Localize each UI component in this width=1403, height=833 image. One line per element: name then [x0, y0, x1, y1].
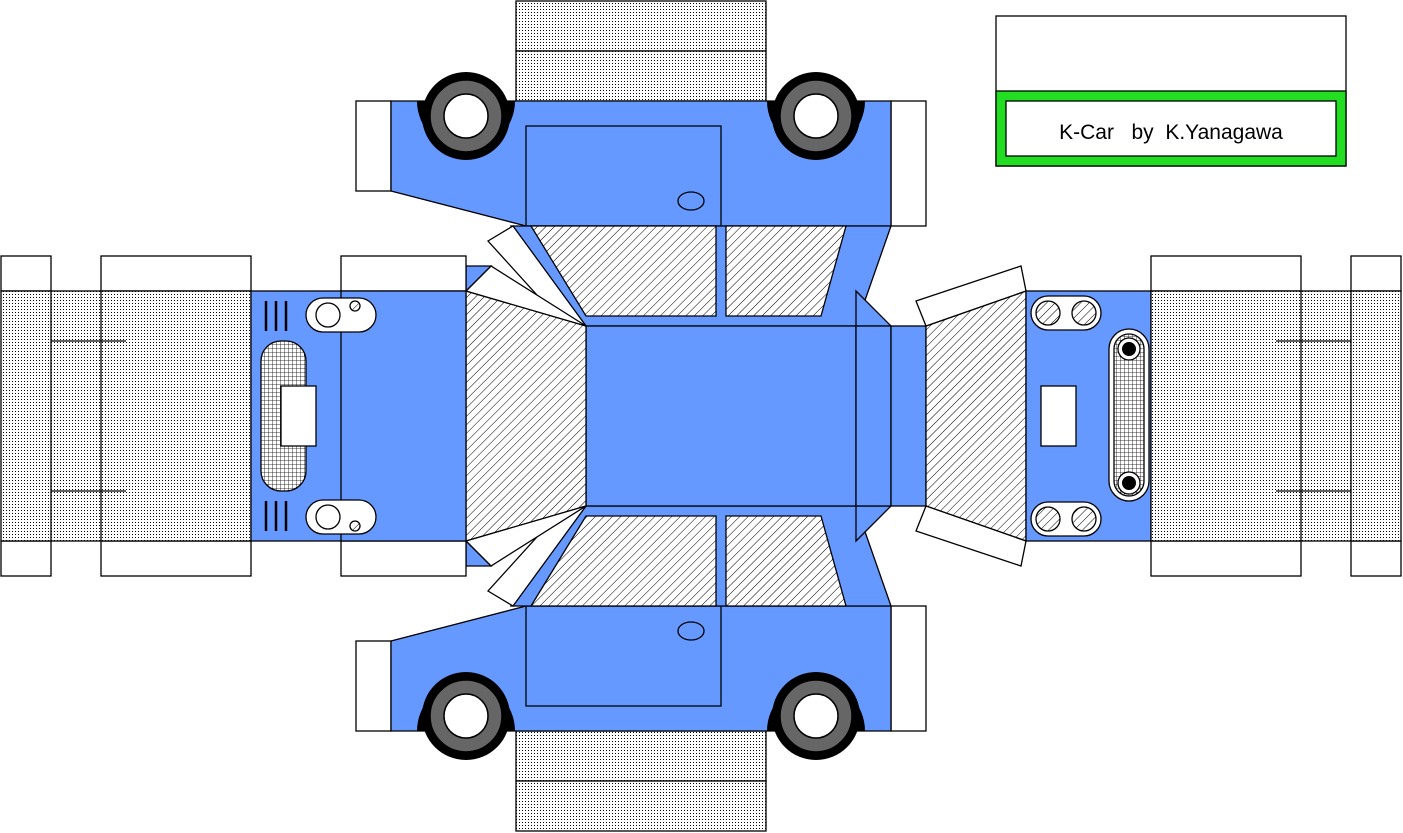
top-front-tab — [890, 100, 927, 227]
front-side-window — [725, 225, 847, 317]
windshield — [855, 265, 1027, 567]
headlight-icon — [1030, 501, 1102, 537]
upper-window-band — [486, 225, 892, 328]
wheel-icon — [767, 671, 865, 761]
grille-icon — [1108, 328, 1150, 502]
top-side-panel — [355, 0, 927, 227]
bottom-rear-tab — [355, 640, 392, 732]
door-handle-icon — [677, 191, 705, 211]
front-side-window — [725, 515, 847, 607]
rear-side-window — [529, 515, 717, 607]
title-label: K-Car by K.Yanagawa — [1059, 121, 1283, 144]
rear-window — [464, 265, 587, 567]
lower-window-band — [486, 504, 892, 607]
front-license-plate — [1040, 385, 1077, 447]
title-box: K-Car by K.Yanagawa — [995, 15, 1347, 167]
bottom-side-panel — [355, 605, 927, 832]
rear-panel — [0, 255, 467, 577]
wheel-icon — [417, 71, 515, 161]
bottom-door — [525, 605, 722, 707]
wheel-icon — [767, 71, 865, 161]
roof — [585, 325, 857, 507]
vent-icon — [264, 501, 288, 531]
rear-floor — [0, 290, 252, 542]
wheel-icon — [417, 671, 515, 761]
door-handle-icon — [677, 621, 705, 641]
front-panel — [1025, 255, 1402, 577]
front-floor — [1150, 290, 1402, 542]
top-door — [525, 125, 722, 227]
bottom-front-tab — [890, 605, 927, 732]
top-rear-tab — [355, 100, 392, 192]
taillight-icon — [305, 499, 377, 535]
rear-side-window — [529, 225, 717, 317]
vent-icon — [264, 301, 288, 331]
headlight-icon — [1030, 295, 1102, 331]
taillight-icon — [305, 297, 377, 333]
rear-license-plate — [280, 385, 317, 447]
